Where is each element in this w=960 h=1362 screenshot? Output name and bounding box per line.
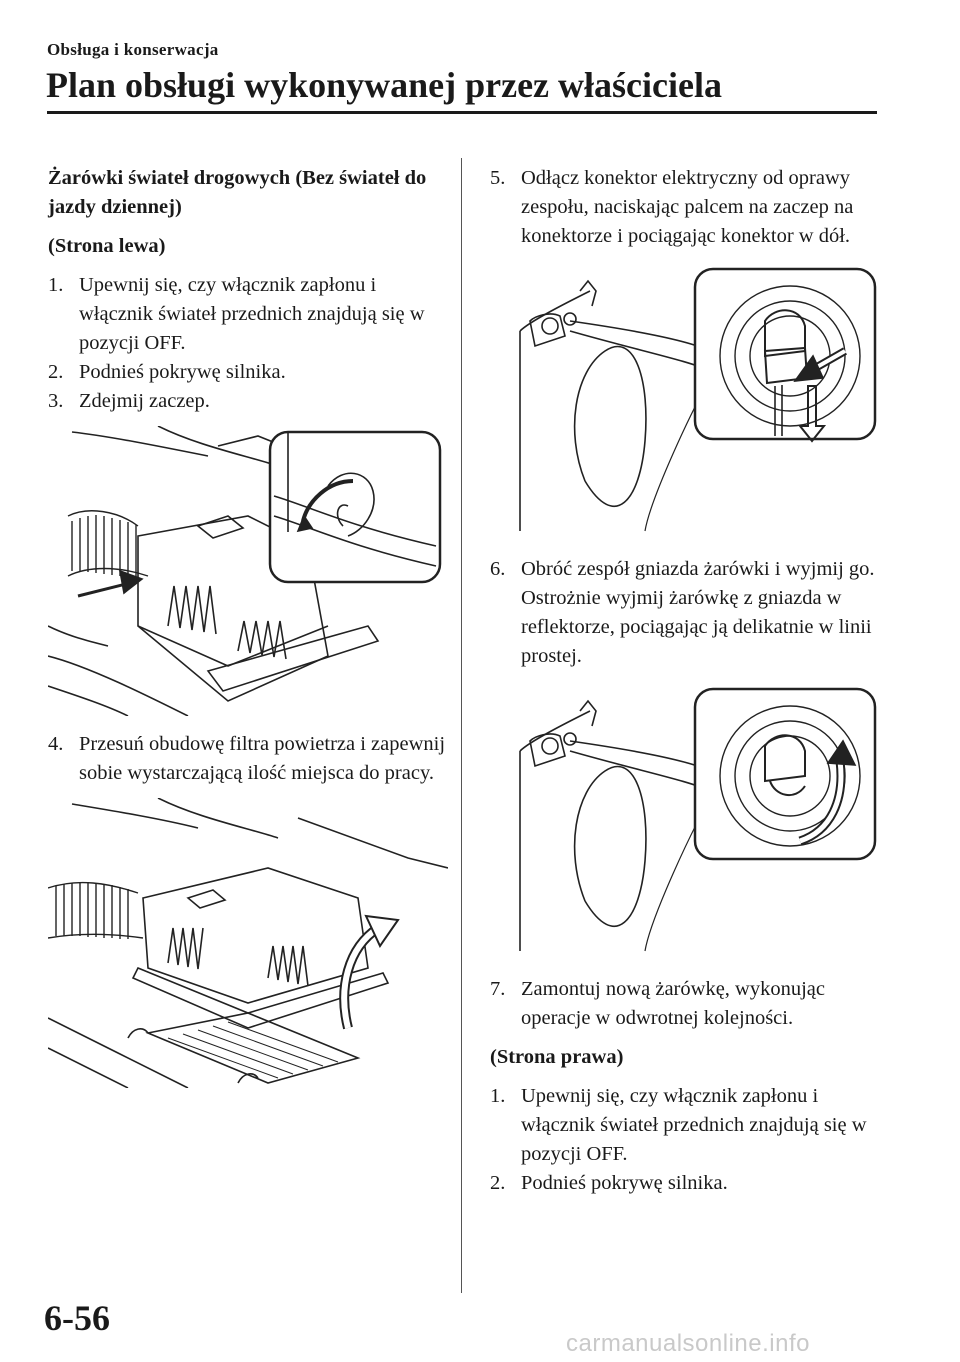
- subheading-left-side: (Strona lewa): [48, 235, 166, 257]
- clip-removal-illustration: [48, 426, 442, 716]
- step-number: 1.: [490, 1085, 506, 1107]
- step-number: 7.: [490, 978, 506, 1000]
- step-number: 2.: [48, 361, 64, 383]
- step-5: 5. Odłącz konektor elektryczny od oprawy…: [490, 164, 890, 251]
- step-number: 3.: [48, 390, 64, 412]
- step-2-right: 2. Podnieś pokrywę silnika.: [490, 1169, 890, 1198]
- page-number: 6-56: [44, 1298, 110, 1338]
- watermark: carmanualsonline.info: [566, 1330, 810, 1357]
- step-text: Przesuń obudowę filtra powietrza i zapew…: [79, 733, 446, 784]
- connector-disconnect-illustration: [519, 267, 877, 532]
- air-filter-housing-illustration: [48, 798, 448, 1088]
- step-number: 4.: [48, 733, 64, 755]
- subheading-right-side: (Strona prawa): [490, 1046, 624, 1068]
- step-text: Zamontuj nową żarówkę, wykonując operacj…: [521, 978, 825, 1029]
- step-text: Zdejmij zaczep.: [79, 390, 210, 412]
- procedure-heading: Żarówki świateł drogowych (Bez świateł d…: [48, 167, 427, 218]
- column-divider: [461, 158, 462, 1293]
- step-2-left: 2. Podnieś pokrywę silnika.: [48, 358, 448, 387]
- step-text: Odłącz konektor elektryczny od oprawy ze…: [521, 167, 854, 247]
- step-1-right: 1. Upewnij się, czy włącznik zapłonu i w…: [490, 1082, 890, 1169]
- step-number: 1.: [48, 274, 64, 296]
- step-7: 7. Zamontuj nową żarówkę, wykonując oper…: [490, 975, 890, 1033]
- left-column: Żarówki świateł drogowych (Bez świateł d…: [48, 164, 448, 1102]
- step-number: 5.: [490, 167, 506, 189]
- step-6: 6. Obróć zespół gniazda żarówki i wyjmij…: [490, 555, 890, 671]
- step-3-left: 3. Zdejmij zaczep.: [48, 387, 448, 416]
- step-text: Podnieś pokrywę silnika.: [521, 1172, 728, 1194]
- bulb-socket-rotate-illustration: [519, 687, 877, 952]
- step-text: Upewnij się, czy włącznik zapłonu i włąc…: [79, 274, 425, 354]
- title-rule: [47, 111, 877, 114]
- step-text: Obróć zespół gniazda żarówki i wyjmij go…: [521, 558, 875, 667]
- step-number: 2.: [490, 1172, 506, 1194]
- step-1-left: 1. Upewnij się, czy włącznik zapłonu i w…: [48, 271, 448, 358]
- step-text: Upewnij się, czy włącznik zapłonu i włąc…: [521, 1085, 867, 1165]
- step-4-left: 4. Przesuń obudowę filtra powietrza i za…: [48, 730, 448, 788]
- step-number: 6.: [490, 558, 506, 580]
- page-title: Plan obsługi wykonywanej przez właścicie…: [46, 65, 722, 105]
- step-text: Podnieś pokrywę silnika.: [79, 361, 286, 383]
- right-column: 5. Odłącz konektor elektryczny od oprawy…: [490, 164, 890, 1198]
- section-label: Obsługa i konserwacja: [47, 40, 219, 59]
